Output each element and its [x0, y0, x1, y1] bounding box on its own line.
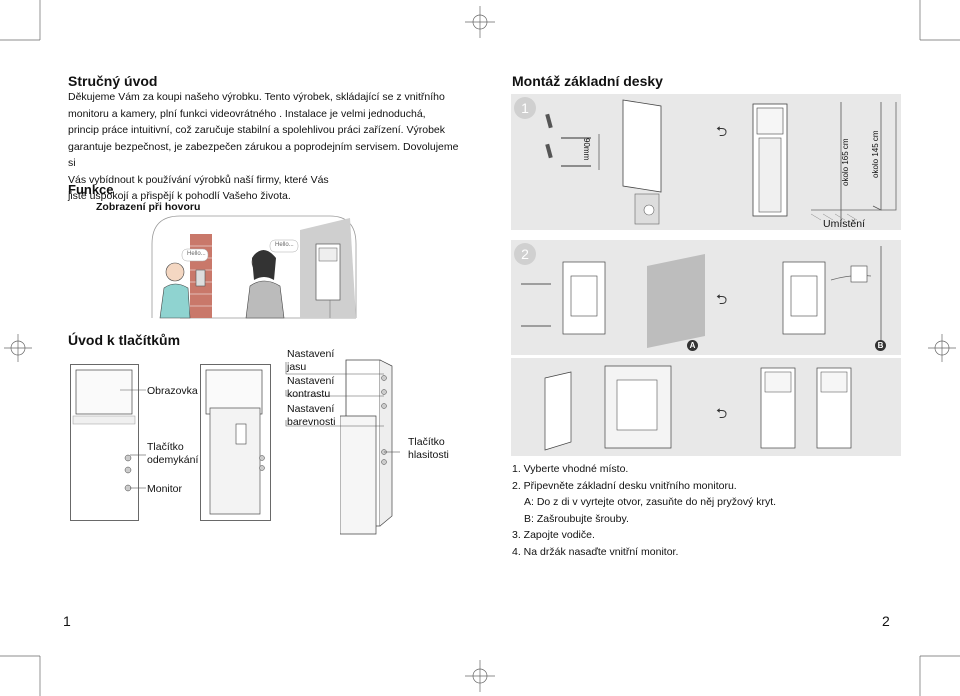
step3-diagram: ⮌: [544, 365, 852, 451]
badge-b: B: [875, 340, 886, 351]
mounting-title: Montáž základní desky: [512, 73, 663, 89]
functions-title: Funkce: [68, 182, 114, 197]
svg-text:⮌: ⮌: [716, 292, 727, 308]
intro-line: jistě uspokojí a přispějí k pohodlí Vaše…: [68, 190, 291, 202]
label-screen: Obrazovka: [147, 385, 198, 397]
monitor-side-view: [340, 359, 393, 535]
step-line: A: Do z di v vyrtejte otvor, zasuňte do …: [524, 496, 777, 508]
step-line: 3. Zapojte vodiče.: [512, 529, 595, 541]
steps-list: 1. Vyberte vhodné místo. 2. Připevněte z…: [512, 463, 776, 562]
leader-lines: [120, 389, 146, 489]
placement-label: Umístění: [823, 218, 866, 230]
intro-line: Děkujeme Vám za koupi našeho výrobku. Te…: [68, 91, 445, 103]
badge-a: A: [687, 340, 698, 351]
page-number-right: 2: [882, 613, 890, 629]
label-color-line: barevnosti: [287, 416, 336, 428]
dim-90mm: 90mm: [582, 138, 591, 161]
monitor-handset-view: [200, 364, 271, 521]
intro-title: Stručný úvod: [68, 73, 158, 89]
svg-text:⮌: ⮌: [716, 406, 727, 422]
functions-subtitle: Zobrazení při hovoru: [96, 201, 201, 213]
label-unlock-line: odemykání: [147, 454, 199, 466]
label-color: Nastavení barevnosti: [287, 403, 335, 429]
label-volume-line: Tlačítko: [408, 436, 445, 448]
speech-bubble-1: Hello...: [187, 251, 206, 257]
step-line: 4. Na držák nasaďte vnitřní monitor.: [512, 545, 679, 558]
label-unlock: Tlačítko odemykání: [147, 441, 198, 467]
label-brightness-line: Nastavení: [287, 348, 335, 360]
page-number-left: 1: [63, 613, 71, 629]
intro-line: Vás vybídnout k používání výrobků naší f…: [68, 173, 329, 186]
step-line: 1. Vyberte vhodné místo.: [512, 463, 629, 475]
label-volume-line: hlasitosti: [408, 449, 449, 461]
leader-lines-right: [285, 362, 400, 453]
buttons-title: Úvod k tlačítkům: [68, 332, 181, 348]
label-brightness: Nastavení jasu: [287, 348, 334, 374]
step1-diagram: ⮌: [545, 99, 897, 225]
svg-text:⮌: ⮌: [716, 124, 727, 140]
label-brightness-line: jasu: [287, 361, 307, 373]
intro-line: garantuje bezpečnost, je zabezpečen záru…: [68, 140, 459, 170]
speech-bubble-2: Hello...: [275, 242, 294, 248]
label-volume: Tlačítko hlasitosti: [408, 436, 449, 462]
label-contrast: Nastavení kontrastu: [287, 375, 334, 401]
label-monitor: Monitor: [147, 483, 183, 495]
intro-line: princip práce intuitivní, což zaručuje s…: [68, 124, 446, 136]
step2-diagram: ⮌: [521, 246, 882, 348]
step3-panel: ⮌: [511, 358, 901, 456]
intro-line: monitoru a kamery, plní funkci videovrát…: [68, 107, 426, 120]
monitor-front-view: [70, 364, 139, 521]
label-unlock-line: Tlačítko: [147, 441, 184, 453]
step1-panel: ⮌ 1 90mm okolo 165 cm okolo 145 cm Umíst…: [511, 94, 901, 230]
label-color-line: Nastavení: [287, 403, 335, 415]
call-illustration: [151, 215, 357, 319]
intro-text: Děkujeme Vám za koupi našeho výrobku. Te…: [68, 89, 468, 205]
dim-145: okolo 145 cm: [871, 130, 880, 178]
step1-badge: 1: [514, 97, 536, 119]
label-contrast-line: kontrastu: [287, 388, 331, 400]
step-line: B: Zašroubujte šrouby.: [524, 512, 629, 525]
step2-badge: 2: [514, 243, 536, 265]
dim-165: okolo 165 cm: [841, 138, 850, 186]
step-line: 2. Připevněte základní desku vnitřního m…: [512, 479, 737, 492]
step2-panel: ⮌ 2 A B: [511, 240, 901, 355]
label-contrast-line: Nastavení: [287, 375, 335, 387]
